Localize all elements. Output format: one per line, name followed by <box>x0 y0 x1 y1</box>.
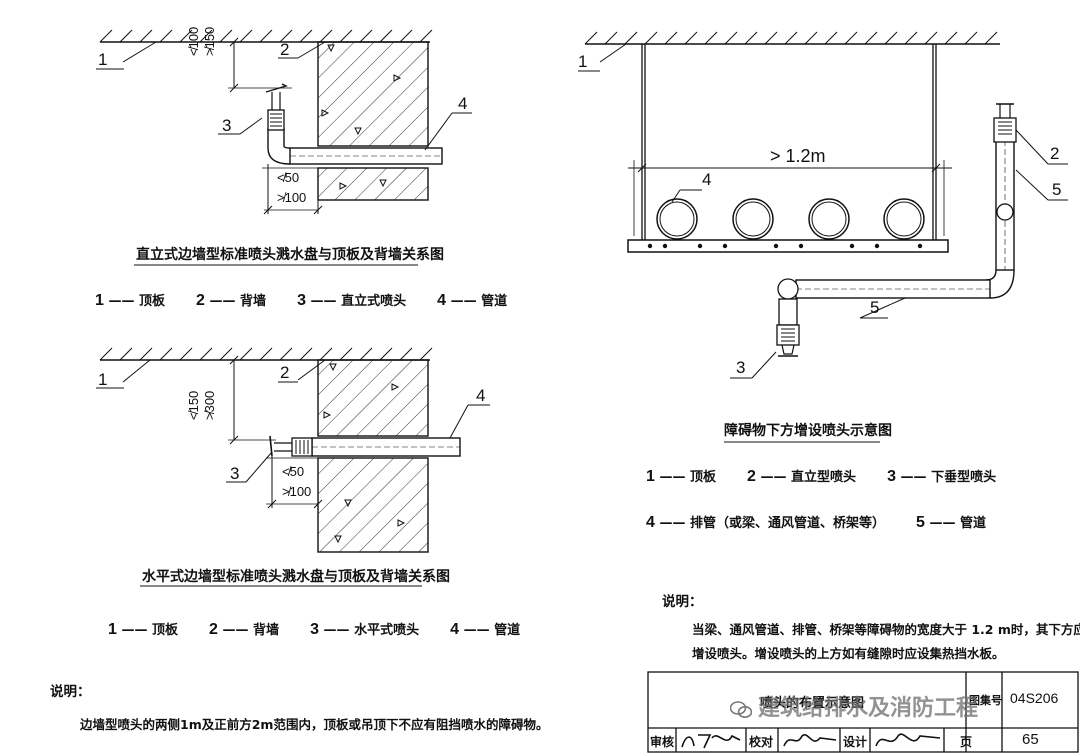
fig2-legend: 1 —— 顶板 2 —— 背墙 3 —— 水平式喷头 4 —— 管道 <box>108 619 520 639</box>
legend-dash: —— <box>450 294 482 309</box>
fig2-legend-num-4: 4 <box>450 621 460 638</box>
legend-dash: —— <box>323 623 355 638</box>
fig3-legend-text-2: 直立型喷头 <box>791 470 857 485</box>
fig3-width-label: > 1.2m <box>770 146 826 166</box>
fig2-dim-top-1: ≮150 <box>186 390 201 420</box>
legend-dash: —— <box>760 470 792 485</box>
wechat-icon <box>729 700 753 718</box>
legend-dash: —— <box>659 470 690 485</box>
legend-dash: —— <box>121 623 152 638</box>
fig3-legend-text-5: 管道 <box>960 516 987 531</box>
fig2-callout-3: 3 <box>230 464 240 483</box>
fig2-legend-text-1: 顶板 <box>151 623 178 638</box>
fig1-legend-text-3: 直立式喷头 <box>341 294 407 309</box>
fig3-callout-3: 3 <box>736 358 746 377</box>
title-block-atlas-no: 04S206 <box>1010 690 1059 706</box>
fig1-legend: 1 —— 顶板 2 —— 背墙 3 —— 直立式喷头 4 —— 管道 <box>95 290 507 310</box>
legend-dash: —— <box>929 516 961 531</box>
fig3-legend-num-4: 4 <box>646 514 655 531</box>
fig1-legend-text-1: 顶板 <box>138 294 165 309</box>
signatures <box>681 733 941 749</box>
fig3-legend-num-5: 5 <box>916 514 925 531</box>
fig3-callout-5a: 5 <box>1052 180 1062 199</box>
fig2-dim-bot-1: ≮50 <box>282 464 305 479</box>
legend-dash: —— <box>900 470 932 485</box>
title-block-frame <box>647 671 1079 753</box>
title-block-atlas-label: 图集号 <box>969 694 1002 707</box>
fig3-title: 障碍物下方增设喷头示意图 <box>724 423 892 439</box>
title-block-page-label: 页 <box>960 735 973 749</box>
title-block-check: 校对 <box>749 735 774 749</box>
legend-dash: —— <box>108 294 139 309</box>
fig2-dim-top-2: ≯300 <box>202 390 217 420</box>
fig3-legend-row2: 4 —— 排管（或梁、通风管道、桥架等） 5 —— 管道 <box>646 512 986 532</box>
title-block-page-no: 65 <box>1022 731 1039 748</box>
fig1-legend-num-2: 2 <box>196 292 205 309</box>
fig3-legend-num-1: 1 <box>646 468 655 485</box>
fig3-callout-4: 4 <box>702 170 712 189</box>
fig1-legend-num-4: 4 <box>437 292 447 309</box>
legend-dash: —— <box>209 294 241 309</box>
title-block-name: 喷头的布置示意图 <box>760 696 865 711</box>
fig1-drawing <box>96 29 472 266</box>
fig1-legend-num-1: 1 <box>95 292 104 309</box>
fig3-legend-num-3: 3 <box>887 468 896 485</box>
fig2-legend-text-4: 管道 <box>494 623 521 638</box>
legend-dash: —— <box>659 516 690 531</box>
fig2-drawing <box>96 347 490 587</box>
fig2-legend-num-3: 3 <box>310 621 319 638</box>
right-note-line2: 增设喷头。增设喷头的上方如有缝隙时应设集热挡水板。 <box>692 646 1005 661</box>
legend-dash: —— <box>463 623 495 638</box>
fig3-callout-1: 1 <box>578 52 588 71</box>
fig2-title: 水平式边墙型标准喷头溅水盘与顶板及背墙关系图 <box>142 569 450 585</box>
fig3-legend-row1: 1 —— 顶板 2 —— 直立型喷头 3 —— 下垂型喷头 <box>646 466 996 486</box>
title-block-review: 审核 <box>650 735 675 749</box>
fig1-legend-num-3: 3 <box>297 292 306 309</box>
legend-dash: —— <box>310 294 342 309</box>
fig1-dim-top-1: ≮100 <box>186 26 201 56</box>
right-note-line1: 当梁、通风管道、排管、桥架等障碍物的宽度大于 1.2 m时，其下方应 <box>692 622 1080 637</box>
left-note-label: 说明： <box>50 684 91 700</box>
fig3-legend-text-3: 下垂型喷头 <box>931 470 997 485</box>
fig2-legend-text-2: 背墙 <box>253 623 280 638</box>
title-block-design: 设计 <box>843 735 868 749</box>
fig1-callout-3: 3 <box>222 116 232 135</box>
fig1-legend-text-2: 背墙 <box>240 294 267 309</box>
fig1-dim-bot-1: ≮50 <box>277 170 300 185</box>
watermark: 建筑给排水及消防工程 <box>729 690 979 722</box>
fig3-callout-2: 2 <box>1050 144 1060 163</box>
fig1-dim-bot-2: ≯100 <box>277 190 307 205</box>
fig3-drawing <box>578 31 1068 443</box>
right-note-label: 说明： <box>662 594 703 610</box>
fig2-dim-bot-2: ≯100 <box>282 484 312 499</box>
fig3-legend-text-1: 顶板 <box>689 470 716 485</box>
fig1-legend-text-4: 管道 <box>481 294 508 309</box>
fig3-callout-5b: 5 <box>870 298 880 317</box>
fig3-legend-num-2: 2 <box>747 468 756 485</box>
fig1-title: 直立式边墙型标准喷头溅水盘与顶板及背墙关系图 <box>136 247 444 263</box>
fig2-callout-2: 2 <box>280 363 290 382</box>
fig2-callout-4: 4 <box>476 386 486 405</box>
fig1-callout-1: 1 <box>98 50 108 69</box>
fig1-dim-top-2: ≯150 <box>202 26 217 56</box>
fig3-legend-text-4: 排管（或梁、通风管道、桥架等） <box>689 516 885 531</box>
legend-dash: —— <box>222 623 254 638</box>
fig1-callout-4: 4 <box>458 94 468 113</box>
watermark-text: 建筑给排水及消防工程 <box>758 696 979 721</box>
fig2-legend-num-1: 1 <box>108 621 117 638</box>
fig1-callout-2: 2 <box>280 40 290 59</box>
fig2-legend-text-3: 水平式喷头 <box>354 623 420 638</box>
left-note-line1: 边墙型喷头的两侧1m及正前方2m范围内，顶板或吊顶下不应有阻挡喷水的障碍物。 <box>80 717 549 732</box>
fig2-legend-num-2: 2 <box>209 621 218 638</box>
fig2-callout-1: 1 <box>98 370 108 389</box>
